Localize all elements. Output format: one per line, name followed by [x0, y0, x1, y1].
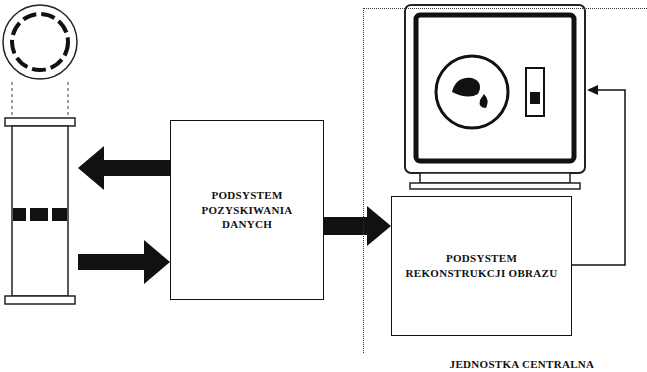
- projection-line: [12, 82, 13, 118]
- region-label: JEDNOSTKA CENTRALNA: [404, 357, 640, 372]
- projection-line: [68, 82, 69, 118]
- box-label: PODSYSTEM POZYSKIWANIA DANYCH: [171, 188, 323, 233]
- display-line: [565, 90, 625, 265]
- process-box: PODSYSTEM REKONSTRUKCJI OBRAZU: [391, 196, 572, 336]
- block-arrow: [324, 206, 391, 246]
- dotted-region: JEDNOSTKA CENTRALNAPODSYSTEM REKONSTRUKC…: [363, 8, 647, 353]
- process-box: PODSYSTEM POZYSKIWANIA DANYCH: [170, 120, 324, 300]
- box-label: PODSYSTEM REKONSTRUKCJI OBRAZU: [392, 251, 571, 281]
- arrowhead: [587, 85, 598, 95]
- monitor: [405, 5, 585, 189]
- control-arrow: [78, 146, 170, 190]
- scanner-ring: [3, 5, 77, 79]
- data-arrow: [78, 240, 170, 284]
- scanner-body: [5, 118, 75, 304]
